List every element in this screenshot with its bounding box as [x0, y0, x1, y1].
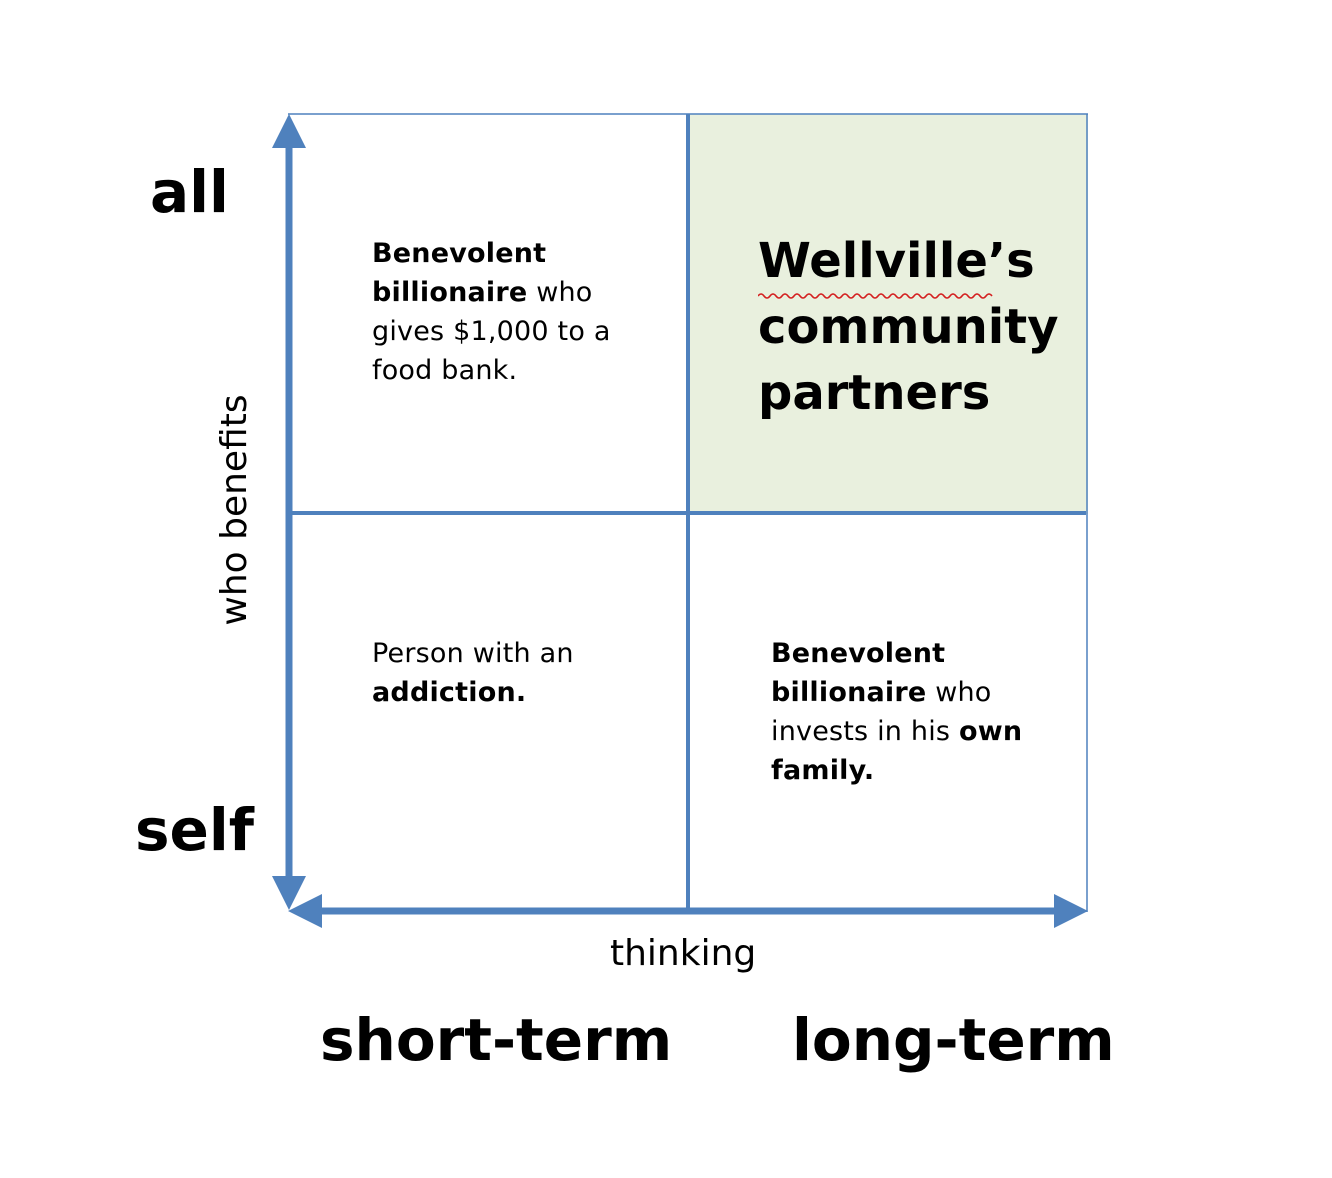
quadrant-bottom-right-bold2: own family. [771, 716, 1023, 786]
quadrant-bottom-right-text: Benevolent billionaire who invests in hi… [771, 634, 1071, 790]
quadrant-top-right-line3: partners [758, 365, 991, 421]
y-axis-title: who benefits [214, 394, 255, 626]
spellcheck-underline [758, 293, 993, 299]
x-axis-arrow-left [288, 894, 322, 928]
quadrant-top-right-line1: Wellville’s [758, 233, 1035, 289]
quadrant-bottom-left-bold: addiction. [372, 677, 527, 708]
quadrant-top-left-text: Benevolent billionaire who gives $1,000 … [372, 234, 672, 390]
y-axis-top-label: all [150, 158, 229, 226]
quadrant-bottom-right-bold1: Benevolent billionaire [771, 638, 946, 708]
quadrant-bottom-left [292, 514, 688, 912]
x-axis-arrow-right [1054, 894, 1088, 928]
quadrant-bottom-left-rest: Person with an [372, 638, 574, 669]
spellcheck-word: Wellville’s [758, 228, 1035, 299]
y-axis-arrow-down [272, 876, 306, 910]
quadrant-top-left-bold: Benevolent billionaire [372, 238, 547, 308]
quadrant-bottom-left-text: Person with an addiction. [372, 634, 672, 712]
quadrant-bottom-right-rest: who invests in his [771, 677, 992, 747]
x-axis-left-label: short-term [320, 1006, 673, 1074]
quadrant-top-right-line2: community [758, 299, 1059, 355]
x-axis-title: thinking [610, 933, 757, 974]
x-axis-right-label: long-term [792, 1006, 1115, 1074]
y-axis-bottom-label: self [135, 796, 254, 864]
quadrant-top-right [688, 114, 1088, 514]
y-axis-arrow-up [272, 114, 306, 148]
quadrant-bottom-right [688, 514, 1088, 912]
quadrant-top-right-text: Wellville’s community partners [758, 228, 1078, 426]
quadrant-top-left-rest: who gives $1,000 to a food bank. [372, 277, 611, 386]
quadrant-top-left [292, 114, 688, 514]
